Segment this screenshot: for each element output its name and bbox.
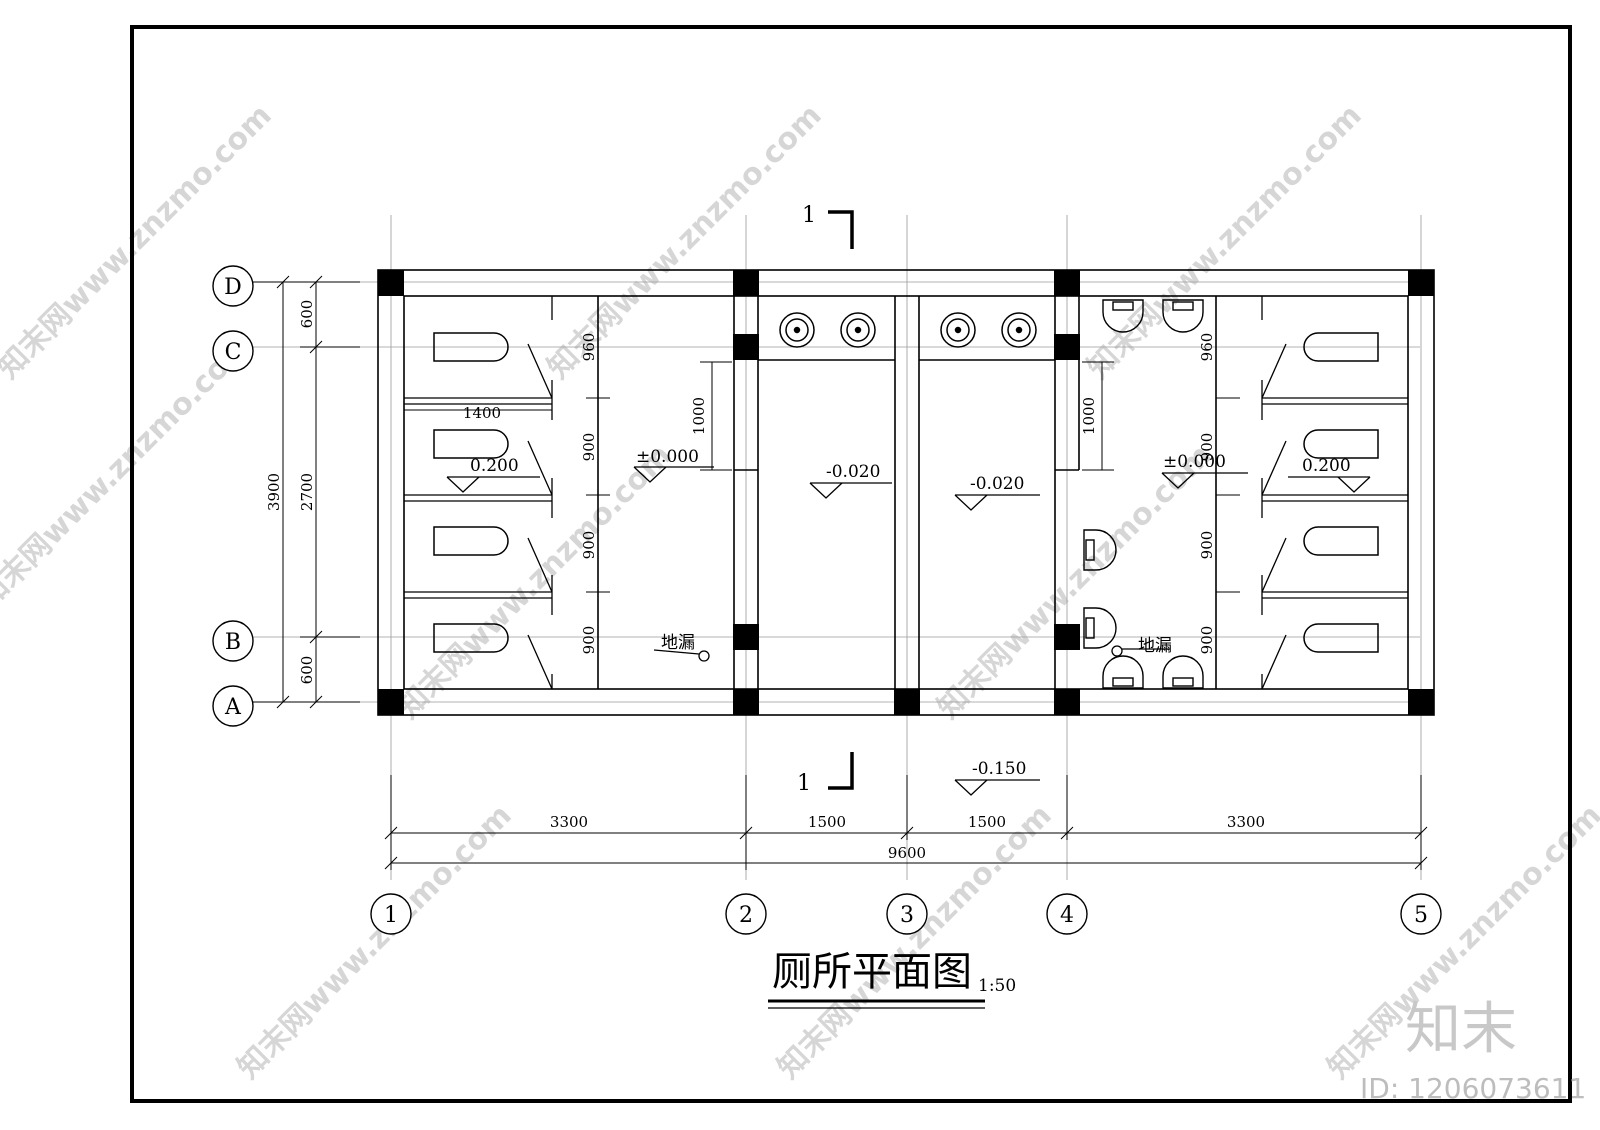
structural-columns: [378, 270, 1434, 715]
drawing-title: 厕所平面图: [772, 949, 972, 995]
image-id: ID: 1206073611: [1360, 1072, 1586, 1105]
dim-left-mid: 600: [298, 300, 316, 329]
row-axis-bubbles: [212, 265, 254, 727]
stall-width-label: 1400: [463, 404, 501, 422]
axis-col-label: 1: [384, 903, 398, 928]
stall-dim-label: 960: [580, 333, 598, 362]
level-wash-left: -0.020: [826, 462, 880, 482]
level-stall-right: 0.200: [1302, 456, 1351, 476]
watermark-text: 知末网www.znzmo.com: [0, 328, 259, 616]
level-outside: -0.150: [972, 759, 1026, 779]
stall-dim-label: 900: [1198, 626, 1216, 655]
partition-dim-label: 1000: [690, 397, 708, 435]
axis-col-label: 3: [900, 903, 914, 928]
axis-col-label: 4: [1060, 903, 1074, 928]
watermark-text: 知末网www.znzmo.com: [771, 798, 1059, 1086]
stall-dim-label: 900: [580, 531, 598, 560]
left-stall-partitions: [404, 296, 553, 690]
level-wash-right: -0.020: [970, 474, 1024, 494]
dim-left-outer: 3900: [265, 473, 283, 511]
urinals: [1083, 299, 1204, 689]
level-toilet-left: ±0.000: [636, 447, 699, 467]
axis-col-label: 2: [739, 903, 753, 928]
stall-dim-label: 900: [580, 626, 598, 655]
dim-left-mid: 600: [298, 656, 316, 685]
dim-bottom: 1500: [808, 813, 846, 831]
walls: [377, 269, 1435, 716]
dim-bottom: 3300: [1227, 813, 1265, 831]
axis-row-label: C: [225, 340, 242, 365]
floor-drain-label: 地漏: [1138, 636, 1172, 656]
left-squat-toilets: [433, 332, 509, 653]
right-squat-toilets: [1303, 332, 1379, 653]
drawing-scale: 1:50: [978, 976, 1016, 996]
axis-row-label: B: [225, 630, 241, 655]
watermark-text: 知末网www.znzmo.com: [1081, 98, 1369, 386]
section-mark-icon: [828, 210, 854, 790]
watermark-text: 知末网www.znzmo.com: [391, 438, 679, 726]
dim-bottom: 3300: [550, 813, 588, 831]
partition-dim: [700, 361, 1114, 471]
floor-drain-icon: [653, 645, 1170, 662]
watermark-text: 知末网www.znzmo.com: [231, 798, 519, 1086]
stall-dim-chains: [404, 296, 1240, 689]
stall-dim-label: 960: [1198, 333, 1216, 362]
dim-total: 9600: [888, 844, 926, 862]
dim-bottom: 1500: [968, 813, 1006, 831]
dim-left-mid: 2700: [298, 473, 316, 511]
bottom-dimensions: [384, 775, 1428, 870]
axis-row-label: A: [224, 695, 242, 720]
section-mark-label: 1: [802, 203, 816, 228]
column-axis-bubbles: [370, 893, 1442, 935]
section-mark-label: 1: [797, 771, 811, 796]
brand-logo: 知末: [1405, 997, 1517, 1062]
right-stall-partitions: [1261, 296, 1408, 690]
sheet-border: [130, 25, 1572, 1103]
level-markers: [446, 466, 1371, 796]
floor-drain-label: 地漏: [661, 633, 695, 653]
axis-col-label: 5: [1414, 903, 1428, 928]
axis-row-label: D: [224, 275, 242, 300]
wash-basins: [779, 312, 1037, 348]
stall-dim-label: 900: [1198, 531, 1216, 560]
left-dimensions: [250, 275, 360, 709]
partition-dim-label: 1000: [1080, 397, 1098, 435]
stall-dim-label: 900: [580, 433, 598, 462]
level-toilet-right: ±0.000: [1163, 452, 1226, 472]
stall-dim-label: 900: [1198, 433, 1216, 462]
grid-lines: [250, 215, 1422, 880]
level-stall-left: 0.200: [470, 456, 519, 476]
